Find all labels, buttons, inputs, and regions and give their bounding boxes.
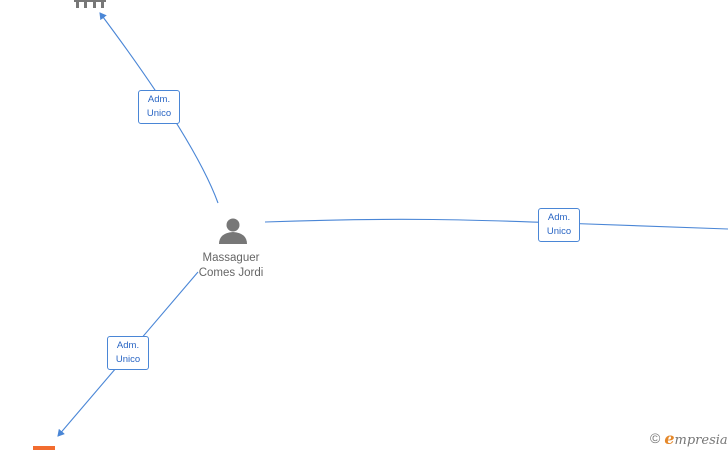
person-name[interactable]: Massaguer Comes Jordi <box>183 251 279 280</box>
edge-label-top-line2: Unico <box>146 108 172 119</box>
building-icon[interactable] <box>74 0 106 8</box>
empresia-logo: empresia <box>664 429 727 448</box>
edge-label-bottom-line1: Adm. <box>116 340 140 351</box>
person-icon[interactable] <box>219 218 247 245</box>
person-name-line2: Comes Jordi <box>198 266 264 279</box>
edge-label-top[interactable]: Adm. Unico <box>138 90 180 124</box>
edge-label-bottom-line2: Unico <box>115 354 141 365</box>
edge-label-right-line2: Unico <box>546 226 572 237</box>
edge-label-top-line1: Adm. <box>147 94 171 105</box>
company-highlight-marker[interactable] <box>33 446 55 450</box>
empresia-brand: © empresia <box>650 428 728 448</box>
empresia-logo-rest: mpresia <box>674 432 728 448</box>
edge-to-right-company <box>264 218 728 230</box>
edge-label-right[interactable]: Adm. Unico <box>538 208 580 242</box>
edge-label-bottom[interactable]: Adm. Unico <box>107 336 149 370</box>
copyright-symbol: © <box>650 430 661 446</box>
edge-label-right-line1: Adm. <box>547 212 571 223</box>
person-name-line1: Massaguer <box>202 252 260 264</box>
empresia-logo-initial: e <box>664 428 675 448</box>
